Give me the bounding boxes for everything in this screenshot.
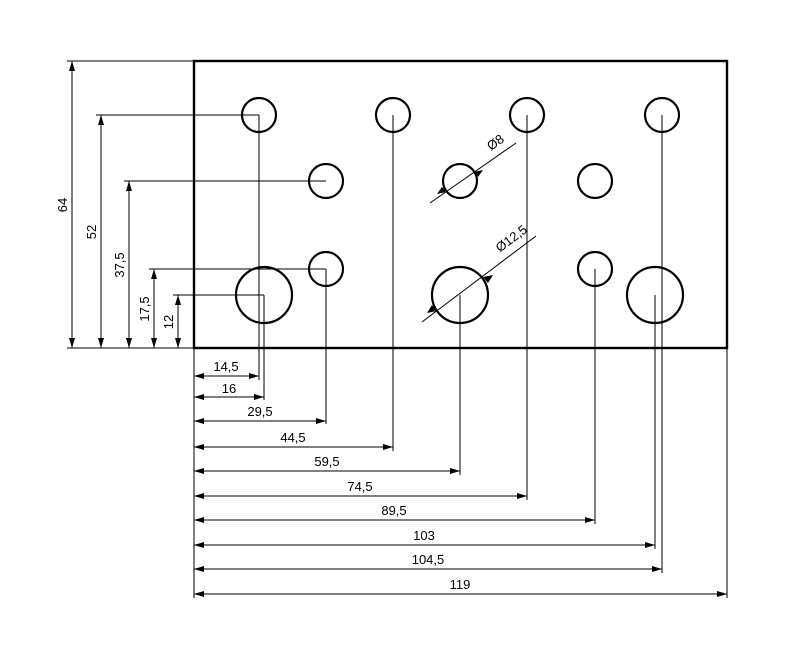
- horizontal-dimension-arrows: [194, 373, 727, 597]
- holes: [234, 96, 685, 325]
- dimension-text: 74,5: [347, 479, 372, 494]
- dimension-text: 52: [84, 225, 99, 239]
- small-hole: [576, 162, 614, 200]
- dimension-text: 119: [450, 577, 471, 592]
- horizontal-dimension-lines: [194, 375, 727, 595]
- diameter-text-large: Ø12,5: [493, 222, 530, 255]
- diameter-text-small: Ø8: [484, 131, 507, 153]
- dimension-text: 12: [161, 315, 176, 329]
- diameter-callout-large: Ø12,5: [421, 222, 537, 323]
- dimension-text: 64: [55, 198, 70, 212]
- horizontal-dimension-texts: 14,5 16 29,5 44,5 59,5 74,5 89,5 103 104…: [213, 359, 470, 592]
- dimension-text: 14,5: [213, 359, 238, 374]
- dimension-text: 104,5: [412, 552, 445, 567]
- dimension-text: 37,5: [112, 252, 127, 277]
- dimension-text: 17,5: [137, 296, 152, 321]
- dimension-text: 44,5: [280, 430, 305, 445]
- small-hole: [441, 162, 479, 200]
- dimension-text: 16: [222, 381, 236, 396]
- vertical-dimension-lines: [71, 61, 179, 348]
- dimension-text: 103: [413, 528, 435, 543]
- dimension-text: 59,5: [314, 454, 339, 469]
- dimension-text: 29,5: [247, 404, 272, 419]
- vertical-extension-lines: [193, 61, 728, 598]
- vertical-dimension-texts: 64 52 37,5 17,5 12: [55, 198, 176, 329]
- dimension-text: 89,5: [381, 503, 406, 518]
- horizontal-extension-lines: [67, 60, 326, 349]
- vertical-dimension-arrows: [69, 61, 181, 348]
